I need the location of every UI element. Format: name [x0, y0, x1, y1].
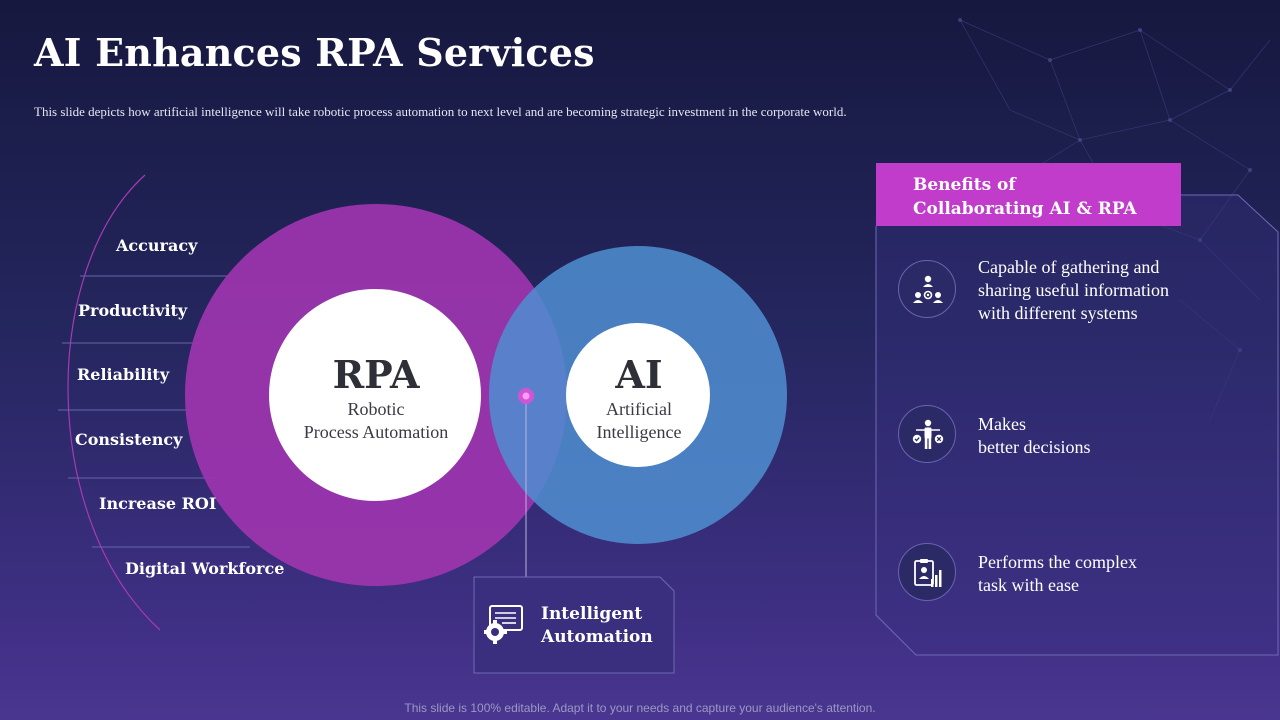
- benefits-header: Benefits of Collaborating AI & RPA: [876, 163, 1181, 226]
- gear-screen-icon: [483, 603, 526, 645]
- network-people-icon: [898, 260, 956, 318]
- benefit-2-text: Makes better decisions: [978, 413, 1218, 459]
- benefit-1-text: Capable of gathering and sharing useful …: [978, 256, 1218, 325]
- ia-line-1: Intelligent: [541, 604, 643, 624]
- ai-heading: AI: [615, 352, 663, 397]
- quality-accuracy: Accuracy: [116, 236, 198, 255]
- quality-productivity: Productivity: [78, 301, 188, 320]
- rpa-heading: RPA: [332, 352, 420, 397]
- rpa-line-2: Process Automation: [303, 422, 449, 442]
- benefit-3-line-2: task with ease: [978, 575, 1079, 595]
- decision-person-icon: [898, 405, 956, 463]
- ia-box-outline: [473, 576, 675, 674]
- ai-label-group: AI Artificial Intelligence: [568, 352, 710, 444]
- footer-note: This slide is 100% editable. Adapt it to…: [404, 701, 876, 715]
- report-chart-icon: [898, 543, 956, 601]
- quality-consistency: Consistency: [75, 430, 183, 449]
- ia-line-2: Automation: [541, 627, 653, 647]
- rpa-inner-circle: [269, 289, 481, 501]
- benefit-3-text: Performs the complex task with ease: [978, 551, 1218, 597]
- benefits-panel-outline: [875, 194, 1279, 656]
- quality-reliability: Reliability: [77, 365, 170, 384]
- quality-dividers: [58, 275, 250, 548]
- qualities-arc: [67, 174, 161, 631]
- rpa-label-group: RPA Robotic Process Automation: [270, 352, 482, 444]
- ai-inner-circle: [566, 323, 710, 467]
- benefits-header-line-2: Collaborating AI & RPA: [913, 199, 1137, 219]
- benefit-1-line-3: with different systems: [978, 303, 1138, 323]
- ai-line-2: Intelligence: [596, 422, 682, 442]
- quality-digital-workforce: Digital Workforce: [125, 559, 285, 578]
- benefit-3-line-1: Performs the complex: [978, 552, 1137, 572]
- benefit-1-line-2: sharing useful information: [978, 280, 1169, 300]
- benefit-2-line-1: Makes: [978, 414, 1026, 434]
- rpa-line-1: Robotic: [347, 399, 405, 419]
- intelligent-automation-label: Intelligent Automation: [541, 603, 653, 649]
- page-subtitle: This slide depicts how artificial intell…: [34, 104, 847, 119]
- benefit-1-line-1: Capable of gathering and: [978, 257, 1160, 277]
- ai-line-1: Artificial: [606, 399, 672, 419]
- benefit-2-line-2: better decisions: [978, 437, 1091, 457]
- quality-increase-roi: Increase ROI: [99, 494, 217, 513]
- benefits-header-line-1: Benefits of: [913, 175, 1016, 195]
- page-title: AI Enhances RPA Services: [34, 30, 595, 75]
